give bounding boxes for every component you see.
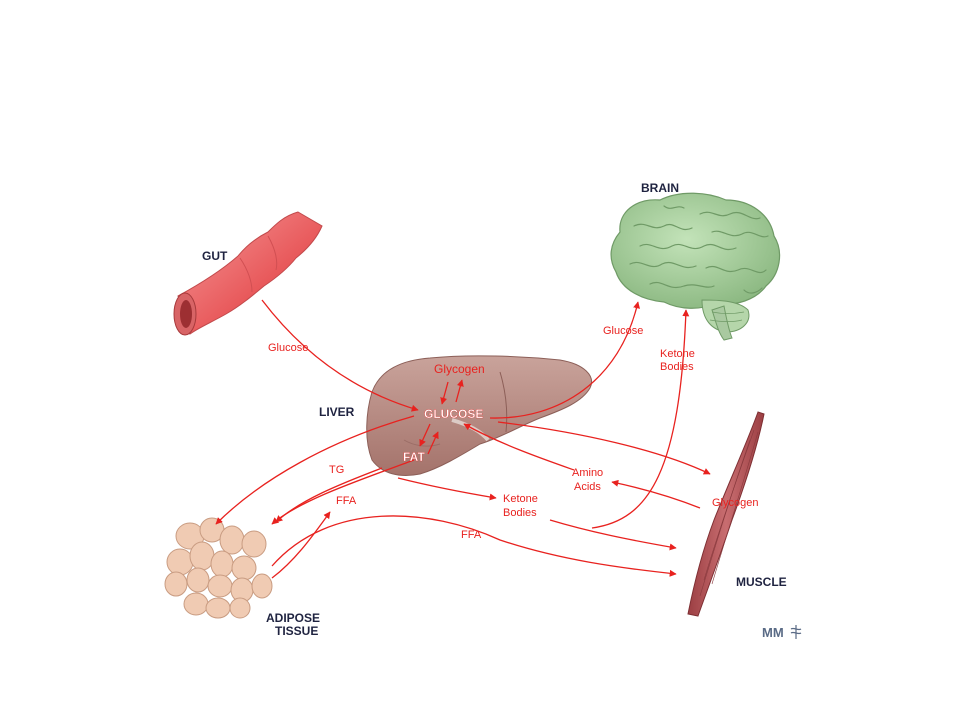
adipose-label-line1: ADIPOSE bbox=[266, 611, 320, 625]
arrow-liver-to-brain-glucose bbox=[489, 301, 640, 419]
arrow-fat-to-glucose bbox=[427, 431, 439, 455]
arrow-amino-to-glucose bbox=[463, 423, 575, 471]
arrow-adipose-ffa-to-liver bbox=[271, 511, 331, 579]
liver-glucose-label: GLUCOSE bbox=[424, 407, 483, 421]
mm-logo: MM bbox=[762, 625, 802, 640]
muscle-illustration bbox=[687, 411, 765, 617]
liver-label: LIVER bbox=[319, 405, 355, 419]
flow-arrows bbox=[215, 299, 711, 579]
arrow-gut-to-liver bbox=[261, 299, 419, 412]
liver-glycogen-label: Glycogen bbox=[434, 362, 485, 376]
arrow-ketone-to-muscle bbox=[549, 519, 677, 551]
arrow-glucose-to-muscle bbox=[497, 421, 711, 475]
muscle-glycogen-label: Glycogen bbox=[712, 497, 758, 509]
arrow-adipose-ffa-to-muscle bbox=[271, 515, 677, 577]
arrow-glucose-to-glycogen bbox=[455, 379, 464, 403]
brain-ketone-label-line2: Bodies bbox=[660, 361, 694, 373]
ffa-to-muscle-label: FFA bbox=[461, 529, 482, 541]
gut-illustration bbox=[173, 211, 323, 336]
brain-label: BRAIN bbox=[641, 181, 679, 195]
brain-ketone-label-line1: Ketone bbox=[660, 348, 695, 360]
ketone-label-line1: Ketone bbox=[503, 493, 538, 505]
arrow-tg-to-adipose bbox=[275, 467, 383, 523]
tg-label: TG bbox=[329, 464, 344, 476]
ffa-to-liver-label: FFA bbox=[336, 495, 357, 507]
brain-illustration bbox=[610, 192, 781, 341]
mm-logo-text: MM bbox=[762, 625, 784, 640]
gut-glucose-label: Glucose bbox=[268, 342, 308, 354]
amino-label-line1: Amino bbox=[572, 467, 603, 479]
arrow-muscle-to-amino bbox=[611, 479, 701, 509]
caduceus-icon bbox=[790, 625, 802, 639]
muscle-label: MUSCLE bbox=[736, 575, 787, 589]
arrow-fat-to-ketone bbox=[397, 477, 497, 501]
arrow-glucose-to-fat bbox=[419, 423, 431, 447]
brain-glucose-label: Glucose bbox=[603, 325, 643, 337]
liver-fat-label: FAT bbox=[403, 450, 425, 464]
arrow-glycogen-to-glucose bbox=[440, 381, 449, 405]
adipose-label-line2: TISSUE bbox=[275, 624, 318, 638]
gut-label: GUT bbox=[202, 249, 228, 263]
adipose-illustration bbox=[164, 517, 273, 619]
amino-label-line2: Acids bbox=[574, 481, 601, 493]
arrow-ketone-to-brain bbox=[591, 309, 690, 529]
arrow-liver-to-adipose bbox=[215, 415, 415, 525]
ketone-label-line2: Bodies bbox=[503, 507, 537, 519]
